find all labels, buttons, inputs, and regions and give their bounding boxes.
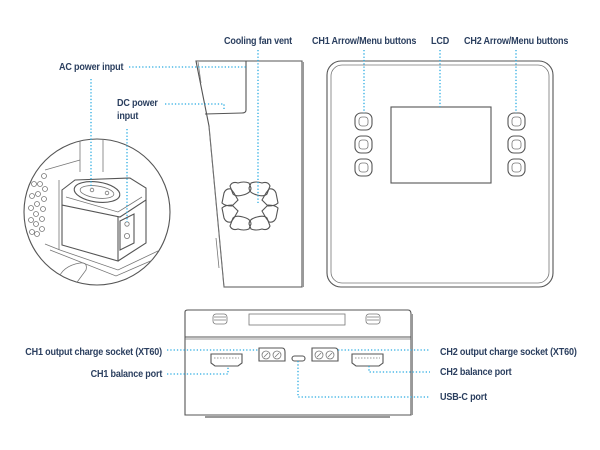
label-ch2-balance-port: CH2 balance port xyxy=(440,366,512,378)
lcd-screen xyxy=(390,106,492,184)
ac-socket xyxy=(73,181,121,203)
usb-c-port-shape[interactable] xyxy=(291,355,306,362)
label-ac-power-input: AC power input xyxy=(59,61,124,73)
leader-ch2-balance xyxy=(368,366,430,373)
ch1-balance-port-shape[interactable] xyxy=(210,353,243,367)
vent-holes xyxy=(28,173,48,237)
label-ch1-arrow-menu-buttons: CH1 Arrow/Menu buttons xyxy=(312,35,417,47)
ch2-buttons[interactable] xyxy=(507,112,526,177)
rear-detail-inset xyxy=(23,138,171,286)
ch2-balance-port-shape[interactable] xyxy=(351,353,384,367)
leader-dc-power xyxy=(165,103,225,109)
top-grip-right xyxy=(365,313,381,325)
cooling-fan-vent xyxy=(221,181,279,231)
ch1-buttons[interactable] xyxy=(354,112,373,177)
inset-circle xyxy=(23,138,171,286)
top-grip-left xyxy=(212,313,228,325)
label-dc-power-input-line1: DC power xyxy=(117,97,158,109)
label-usb-c-port: USB-C port xyxy=(440,391,487,403)
leader-ch1-balance xyxy=(167,366,229,375)
front-view xyxy=(326,60,554,288)
label-ch1-balance-port: CH1 balance port xyxy=(90,368,162,380)
ch2-xt60-socket[interactable] xyxy=(311,347,339,362)
ch1-xt60-socket[interactable] xyxy=(258,347,286,362)
label-ch2-arrow-menu-buttons: CH2 Arrow/Menu buttons xyxy=(464,35,569,47)
label-lcd: LCD xyxy=(431,35,450,47)
label-dc-power-input-line2: input xyxy=(117,110,139,122)
top-view xyxy=(184,309,413,418)
power-input-block xyxy=(44,177,170,285)
label-cooling-fan-vent: Cooling fan vent xyxy=(224,35,292,47)
label-ch1-output-charge-socket: CH1 output charge socket (XT60) xyxy=(25,346,162,358)
label-ch2-output-charge-socket: CH2 output charge socket (XT60) xyxy=(440,346,577,358)
leader-lines xyxy=(90,50,517,398)
side-view xyxy=(195,60,304,288)
